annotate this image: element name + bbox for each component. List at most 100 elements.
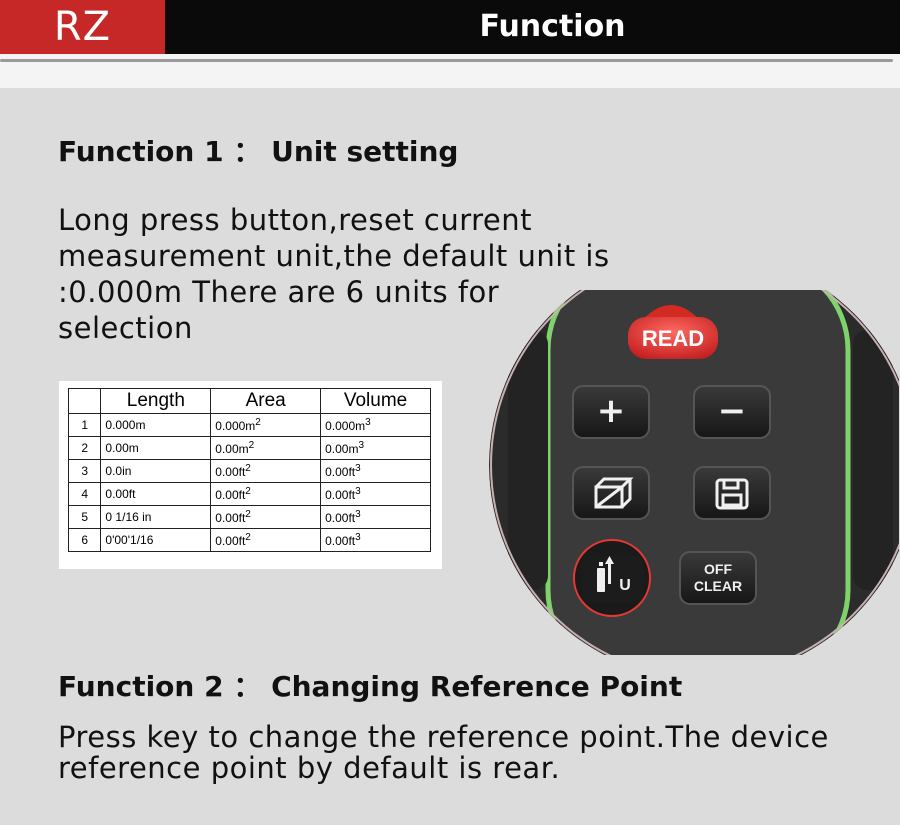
row-index: 6: [67, 528, 102, 552]
area-cell: 0.00ft2: [210, 482, 322, 506]
area-volume-icon: [594, 477, 634, 509]
header-length: Length: [100, 388, 212, 414]
header-bar: RZ Function: [0, 0, 900, 54]
off-label: OFF: [704, 561, 732, 577]
volume-cell-exponent: 3: [355, 486, 361, 497]
area-cell-value: 0.00m: [215, 442, 249, 456]
function2-line-1: Press key to change the reference point.…: [58, 720, 829, 754]
unit-reference-button[interactable]: U: [573, 539, 651, 617]
length-cell: 0 1/16 in: [100, 505, 212, 529]
area-cell-exponent: 2: [245, 463, 251, 474]
volume-cell-value: 0.000m: [325, 419, 366, 433]
length-cell: 0.0in: [100, 459, 212, 483]
volume-cell-exponent: 3: [355, 509, 361, 520]
row-index-value: 4: [81, 487, 89, 501]
minus-button[interactable]: −: [693, 385, 771, 439]
volume-cell: 0.00m3: [320, 436, 431, 460]
volume-cell-exponent: 3: [358, 440, 365, 451]
length-cell: 0.00m: [100, 436, 212, 460]
reference-unit-icon: [597, 556, 614, 592]
volume-cell: 0.00ft3: [320, 505, 431, 529]
save-button[interactable]: [693, 466, 771, 520]
device-keypad-photo: READ + − U: [489, 290, 899, 655]
plus-icon: +: [597, 391, 626, 431]
length-cell-value: 0 1/16 in: [105, 510, 152, 524]
area-cell-value: 0.00ft: [215, 511, 246, 525]
volume-cell: 0.00ft3: [320, 482, 431, 506]
volume-cell-value: 0.00ft: [325, 511, 356, 525]
length-cell-value: 0.00ft: [105, 487, 136, 501]
row-index-value: 2: [81, 441, 89, 455]
row-index-value: 6: [81, 533, 89, 547]
volume-cell-exponent: 3: [355, 463, 361, 474]
area-cell: 0.00ft2: [210, 528, 322, 552]
area-cell-exponent: 2: [255, 417, 261, 428]
read-label: READ: [642, 326, 704, 351]
brand-logo: RZ: [0, 0, 165, 54]
length-cell: 0'00'1/16: [100, 528, 212, 552]
volume-cell-value: 0.00ft: [325, 465, 356, 479]
off-clear-button[interactable]: OFF CLEAR: [679, 551, 757, 605]
length-cell-value: 0.0in: [105, 464, 132, 478]
area-cell-exponent: 2: [245, 509, 251, 520]
length-cell: 0.000m: [100, 413, 212, 437]
header-divider: [0, 59, 893, 62]
plus-button[interactable]: +: [572, 385, 650, 439]
volume-cell: 0.00ft3: [320, 528, 431, 552]
row-index: 5: [67, 505, 102, 529]
save-icon: [715, 478, 749, 510]
volume-cell: 0.000m3: [320, 413, 431, 437]
table-header-row: Length Area Volume: [67, 388, 431, 414]
area-cell: 0.00ft2: [210, 459, 322, 483]
length-cell-value: 0.00m: [105, 441, 139, 455]
function2-line-2: reference point by default is rear.: [58, 751, 561, 785]
function2-heading: Function 2 ： Changing Reference Point: [58, 670, 683, 703]
volume-cell-exponent: 3: [365, 417, 371, 428]
row-index: 2: [67, 436, 102, 460]
volume-cell-value: 0.00m: [325, 442, 359, 456]
area-volume-button[interactable]: [572, 466, 650, 520]
volume-cell: 0.00ft3: [320, 459, 431, 483]
length-cell: 0.00ft: [100, 482, 212, 506]
area-cell-exponent: 2: [245, 486, 251, 497]
area-cell-value: 0.000m: [215, 419, 256, 433]
length-cell-value: 0.000m: [105, 418, 146, 432]
area-cell: 0.000m2: [210, 413, 322, 437]
row-index-value: 3: [81, 464, 89, 478]
row-index: 3: [67, 459, 102, 483]
function1-description: Long press button,reset current measurem…: [58, 203, 610, 345]
area-cell: 0.00m2: [210, 436, 322, 460]
row-index: 4: [67, 482, 102, 506]
area-cell-exponent: 2: [248, 440, 255, 451]
area-cell-value: 0.00ft: [215, 488, 246, 502]
area-cell-exponent: 2: [245, 532, 251, 543]
volume-cell-value: 0.00ft: [325, 534, 356, 548]
row-index: 1: [67, 413, 102, 437]
area-cell-value: 0.00ft: [215, 534, 246, 548]
row-index-value: 1: [81, 418, 89, 432]
minus-icon: −: [718, 391, 747, 431]
header-index: [67, 388, 102, 414]
unit-key-label: U: [619, 577, 631, 594]
page-title: Function: [479, 9, 626, 44]
header-volume: Volume: [320, 388, 431, 414]
area-cell-value: 0.00ft: [215, 465, 246, 479]
volume-cell-exponent: 3: [355, 532, 361, 543]
volume-cell-value: 0.00ft: [325, 488, 356, 502]
clear-label: CLEAR: [694, 578, 742, 594]
header-area: Area: [210, 388, 322, 414]
read-button[interactable]: READ: [628, 305, 718, 359]
area-cell: 0.00ft2: [210, 505, 322, 529]
function2-description: Press key to change the reference point.…: [58, 722, 888, 784]
row-index-value: 5: [81, 510, 89, 524]
function1-heading: Function 1 ： Unit setting: [58, 135, 459, 168]
length-cell-value: 0'00'1/16: [105, 533, 154, 547]
